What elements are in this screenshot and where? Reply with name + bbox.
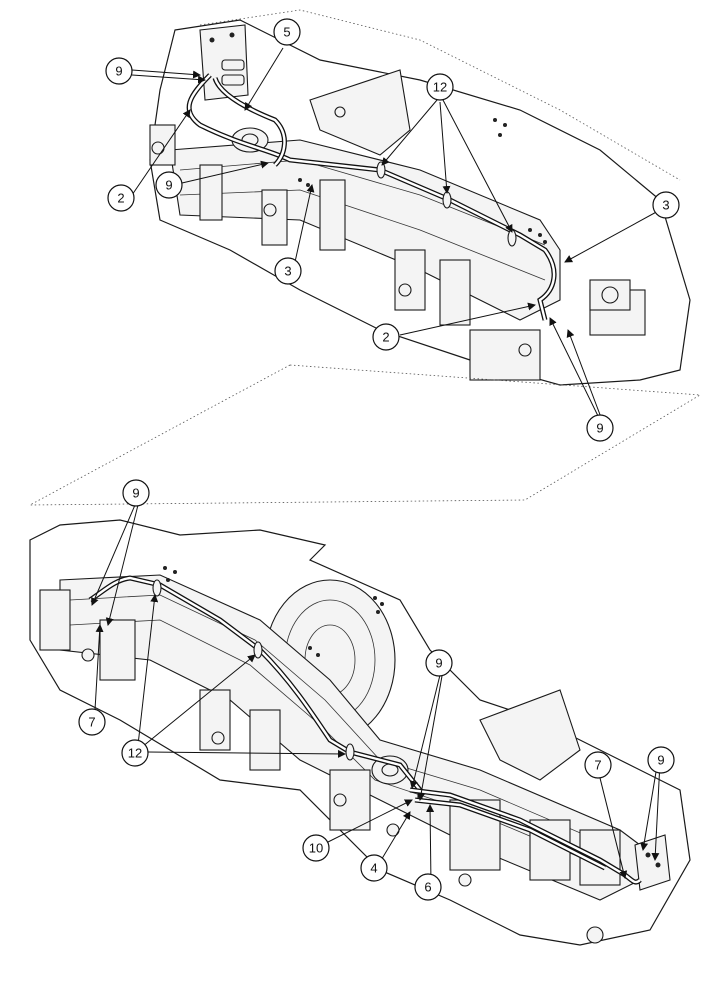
svg-text:9: 9 (115, 64, 122, 79)
svg-text:4: 4 (370, 861, 377, 876)
callout-8: 2 (372, 323, 400, 351)
svg-text:3: 3 (662, 198, 669, 213)
callout-17: 4 (360, 854, 388, 882)
callout-7: 3 (652, 191, 680, 219)
svg-text:5: 5 (283, 25, 290, 40)
svg-text:3: 3 (284, 264, 291, 279)
svg-text:7: 7 (594, 758, 601, 773)
svg-text:2: 2 (382, 330, 389, 345)
svg-text:9: 9 (132, 486, 139, 501)
callout-13: 9 (425, 649, 453, 677)
svg-text:12: 12 (433, 80, 447, 95)
callout-3: 12 (426, 73, 454, 101)
lower-axle-assembly (29, 519, 691, 946)
callout-16: 10 (302, 834, 330, 862)
svg-text:12: 12 (128, 746, 142, 761)
callout-14: 7 (584, 751, 612, 779)
callout-18: 6 (414, 873, 442, 901)
svg-text:2: 2 (117, 191, 124, 206)
callout-4: 2 (107, 184, 135, 212)
svg-text:9: 9 (165, 178, 172, 193)
svg-text:6: 6 (424, 880, 431, 895)
callout-11: 7 (78, 708, 106, 736)
svg-text:10: 10 (309, 841, 323, 856)
svg-text:9: 9 (596, 421, 603, 436)
svg-text:9: 9 (657, 753, 664, 768)
callout-9: 9 (586, 414, 614, 442)
callout-12: 12 (121, 739, 149, 767)
callout-5: 9 (155, 171, 183, 199)
upper-axle-assembly (29, 9, 702, 506)
callout-10: 9 (122, 479, 150, 507)
callout-6: 3 (274, 257, 302, 285)
callout-15: 9 (647, 746, 675, 774)
leader-lines (91, 47, 661, 886)
callout-2: 5 (273, 18, 301, 46)
svg-text:9: 9 (435, 656, 442, 671)
svg-text:7: 7 (88, 715, 95, 730)
callout-1: 9 (105, 57, 133, 85)
